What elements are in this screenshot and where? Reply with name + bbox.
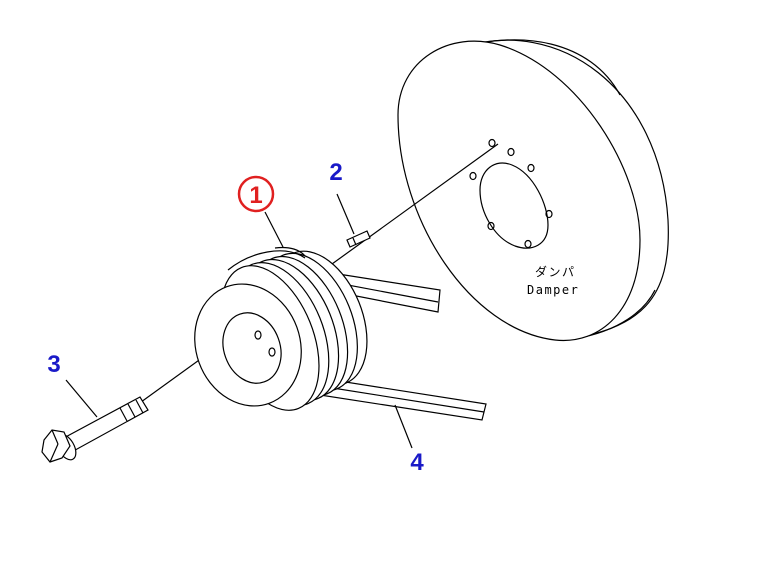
callout-2-label: 2 [329,159,342,186]
callout-1-label: 1 [249,182,262,209]
damper-bolt-holes [469,138,553,249]
crank-pulley [194,246,368,411]
callout-1: 1 [237,175,275,213]
damper: ダンパ Damper [397,39,669,342]
callout-1-circle [237,175,275,213]
leader-lines [65,193,413,449]
damper-label-en: Damper [527,283,579,297]
callout-3-label: 3 [47,351,60,378]
damper-front-face [397,40,641,342]
mounting-bolt [41,396,149,463]
damper-label-jp: ダンパ [535,264,576,279]
pulley-bore [222,312,282,384]
damper-hub-hole [479,162,549,249]
callout-4-label: 4 [410,449,424,476]
dowel-pin [346,230,371,248]
